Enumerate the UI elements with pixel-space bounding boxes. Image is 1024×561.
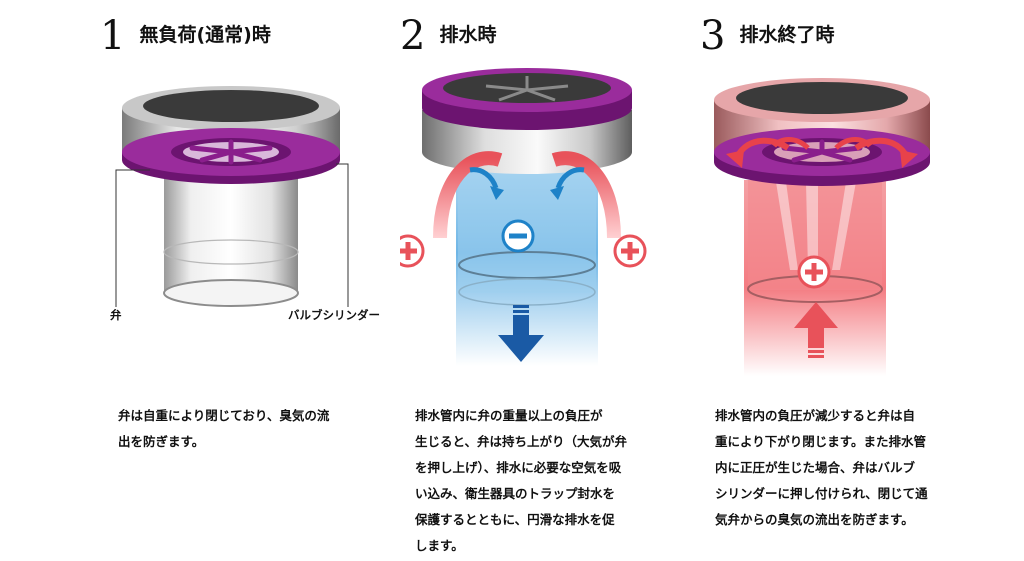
cap-opening [143,90,319,122]
cylinder-bottom-rim [163,279,299,307]
vent-valve-sealed-illustration [714,78,930,376]
panel-no-load: 1 無負荷(通常)時 [100,0,400,561]
step-title: 排水終了時 [739,24,835,46]
curved-arrow-icon [551,151,621,239]
cylinder-label: バルブシリンダー [288,308,380,322]
minus-icon [501,219,535,253]
arrow-up-icon [794,302,838,358]
curved-arrow-icon [555,167,585,189]
curved-arrow-icon [469,167,499,189]
step-description: 排水管内の負圧が減少すると弁は自 重により下がり閉じます。また排水管 内に正圧が… [715,408,928,527]
panel-draining: 2 排水時 [400,0,700,561]
valve-cylinder [164,165,298,293]
vent-valve-open-illustration [400,68,647,366]
step-description: 排水管内に弁の重量以上の負圧が 生じると、弁は持ち上がり（大気が弁 を押し上げ）… [415,408,628,553]
plus-icon [400,234,425,268]
arrow-down-icon [498,305,544,362]
cap-opening [736,82,908,114]
plus-icon [797,255,831,289]
curved-arrow-icon [433,151,503,239]
panel-header: 2 排水時 [400,14,496,58]
step-title: 排水時 [439,24,497,46]
valve-leader-line [115,169,150,307]
step-number: 1 [100,13,126,59]
panel-drain-finished: 3 排水終了時 [700,0,1000,561]
cylinder-leader-line [336,163,349,307]
step-number: 2 [400,13,426,59]
valve-label: 弁 [110,308,122,322]
step-description: 弁は自重により閉じており、臭気の流 出を防ぎます。 [118,408,330,449]
panel-header: 1 無負荷(通常)時 [100,14,271,58]
plus-icon [613,234,647,268]
step-number: 3 [700,13,726,59]
step-title: 無負荷(通常)時 [139,24,271,46]
panel-header: 3 排水終了時 [700,14,834,58]
vent-valve-closed-illustration [115,86,349,307]
